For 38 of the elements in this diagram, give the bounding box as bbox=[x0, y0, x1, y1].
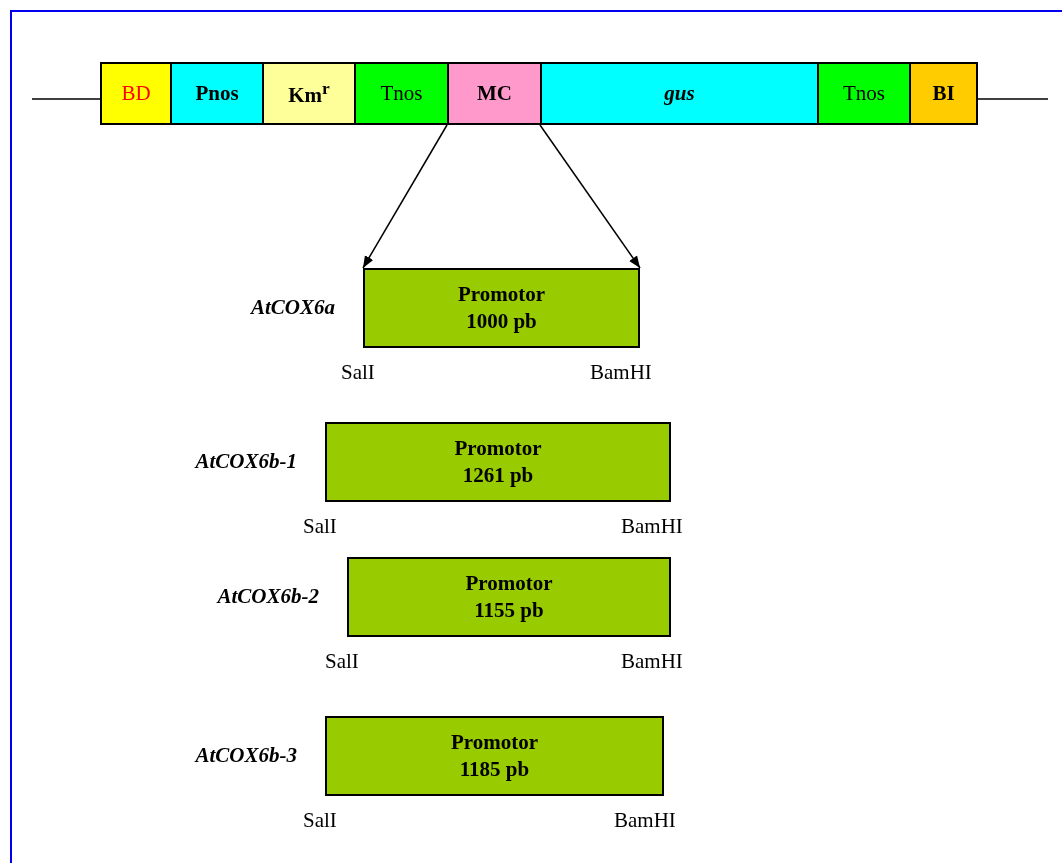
segment-label: BI bbox=[932, 79, 955, 107]
promoter-box bbox=[363, 268, 640, 348]
restriction-site-label: BamHI bbox=[621, 514, 683, 539]
gene-segment-box bbox=[447, 62, 540, 125]
promoter-label: Promotor 1185 pb bbox=[449, 728, 540, 783]
segment-label: BD bbox=[121, 79, 151, 107]
promoter-label: Promotor 1155 pb bbox=[464, 569, 554, 624]
promoter-box bbox=[325, 716, 664, 796]
gene-segment-box bbox=[817, 62, 909, 125]
segment-label: Tnos bbox=[843, 79, 885, 107]
segment-label: MC bbox=[477, 79, 512, 107]
arrow bbox=[539, 124, 641, 269]
gene-name: AtCOX6a bbox=[250, 295, 335, 320]
gene-segment-box bbox=[909, 62, 978, 125]
gene-segment-box bbox=[540, 62, 817, 125]
gene-segment-box bbox=[354, 62, 447, 125]
gene-segment-box bbox=[262, 62, 354, 125]
restriction-site-label: SalI bbox=[303, 514, 337, 539]
restriction-site-label: BamHI bbox=[590, 360, 652, 385]
segment-label: Tnos bbox=[380, 79, 423, 107]
restriction-site-label: SalI bbox=[341, 360, 375, 385]
segment-label: gus bbox=[664, 79, 695, 107]
restriction-site-label: BamHI bbox=[614, 808, 676, 833]
gene-name: AtCOX6b-1 bbox=[195, 449, 297, 474]
promoter-label: Promotor 1261 pb bbox=[453, 434, 543, 489]
promoter-box bbox=[325, 422, 671, 502]
restriction-site-label: SalI bbox=[325, 649, 359, 674]
segment-label: Km$^{r}$ bbox=[288, 77, 330, 110]
gene-segment-box bbox=[170, 62, 262, 125]
promoter-label: Promotor 1000 pb bbox=[456, 280, 547, 335]
restriction-site-label: BamHI bbox=[621, 649, 683, 674]
restriction-site-label: SalI bbox=[303, 808, 337, 833]
gene-name: AtCOX6b-2 bbox=[217, 584, 319, 609]
promoter-box bbox=[347, 557, 671, 637]
arrow bbox=[362, 124, 448, 269]
gene-name: AtCOX6b-3 bbox=[195, 743, 297, 768]
segment-label: Pnos bbox=[195, 79, 239, 107]
gene-segment-box bbox=[100, 62, 170, 125]
